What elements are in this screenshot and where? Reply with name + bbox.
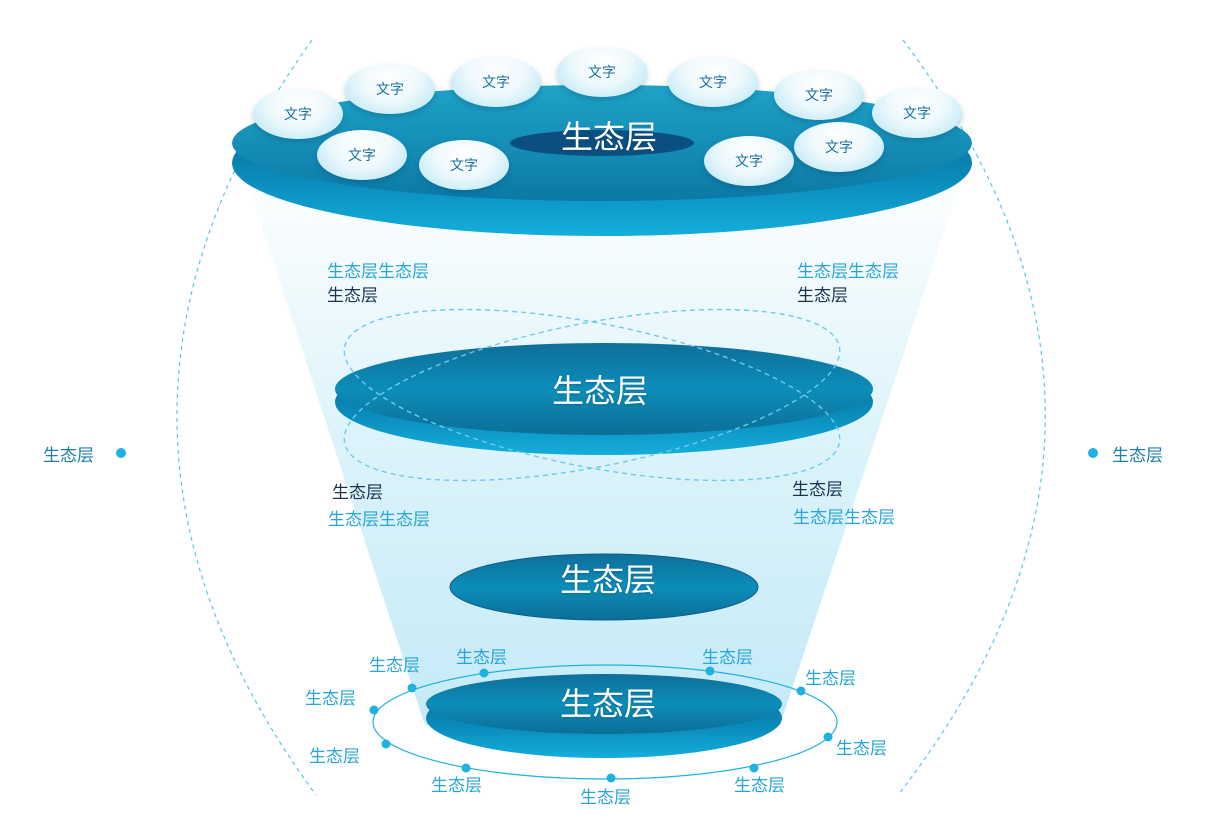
text-bubble: 文字 — [345, 64, 435, 114]
text-bubble: 文字 — [451, 57, 541, 107]
bottom-disc-title: 生态层 — [559, 685, 657, 723]
bottom-ring — [372, 664, 838, 780]
middle-disc-title: 生态层 — [551, 372, 649, 410]
text-bubble: 文字 — [704, 136, 794, 186]
right-arc-dot — [1088, 448, 1098, 458]
ring-label: 生态层 — [431, 776, 482, 796]
ring-label: 生态层 — [836, 739, 887, 759]
ring-label: 生态层 — [734, 776, 785, 796]
ring-label: 生态层 — [456, 648, 507, 668]
text-bubble: 文字 — [557, 47, 647, 97]
ring-label: 生态层 — [369, 656, 420, 676]
third-disc-title: 生态层 — [559, 561, 657, 599]
third-disc — [449, 553, 759, 621]
ring-label: 生态层 — [580, 788, 631, 808]
middle-top-left-line1: 生态层生态层 — [327, 262, 429, 282]
text-bubble: 文字 — [774, 70, 864, 120]
ring-label: 生态层 — [309, 747, 360, 767]
middle-bottom-left-line2: 生态层生态层 — [328, 510, 430, 530]
middle-top-right-line1: 生态层生态层 — [797, 262, 899, 282]
middle-bottom-right-line2: 生态层生态层 — [793, 508, 895, 528]
middle-bottom-left-line1: 生态层 — [332, 483, 383, 503]
right-side-label: 生态层 — [1112, 446, 1163, 466]
text-bubble: 文字 — [668, 57, 758, 107]
right-dashed-arc — [897, 39, 1046, 796]
top-disc-center — [510, 130, 694, 156]
ring-label: 生态层 — [305, 689, 356, 709]
orbit-dashed-2 — [343, 308, 841, 482]
left-arc-dot — [116, 448, 126, 458]
middle-disc-surface — [335, 343, 873, 435]
middle-top-right-line2: 生态层 — [797, 286, 848, 306]
text-bubble: 文字 — [419, 140, 509, 190]
middle-top-left-line2: 生态层 — [327, 286, 378, 306]
bottom-disc-surface — [426, 674, 782, 734]
ring-dots — [369, 666, 833, 783]
text-bubble: 文字 — [872, 88, 962, 138]
ring-label: 生态层 — [702, 648, 753, 668]
text-bubble: 文字 — [317, 130, 407, 180]
middle-bottom-right-line1: 生态层 — [792, 480, 843, 500]
ring-label: 生态层 — [805, 669, 856, 689]
text-bubble: 文字 — [794, 122, 884, 172]
text-bubble: 文字 — [253, 89, 343, 139]
orbit-dashed-1 — [343, 308, 841, 482]
left-side-label: 生态层 — [43, 446, 94, 466]
top-disc-title: 生态层 — [560, 118, 658, 156]
